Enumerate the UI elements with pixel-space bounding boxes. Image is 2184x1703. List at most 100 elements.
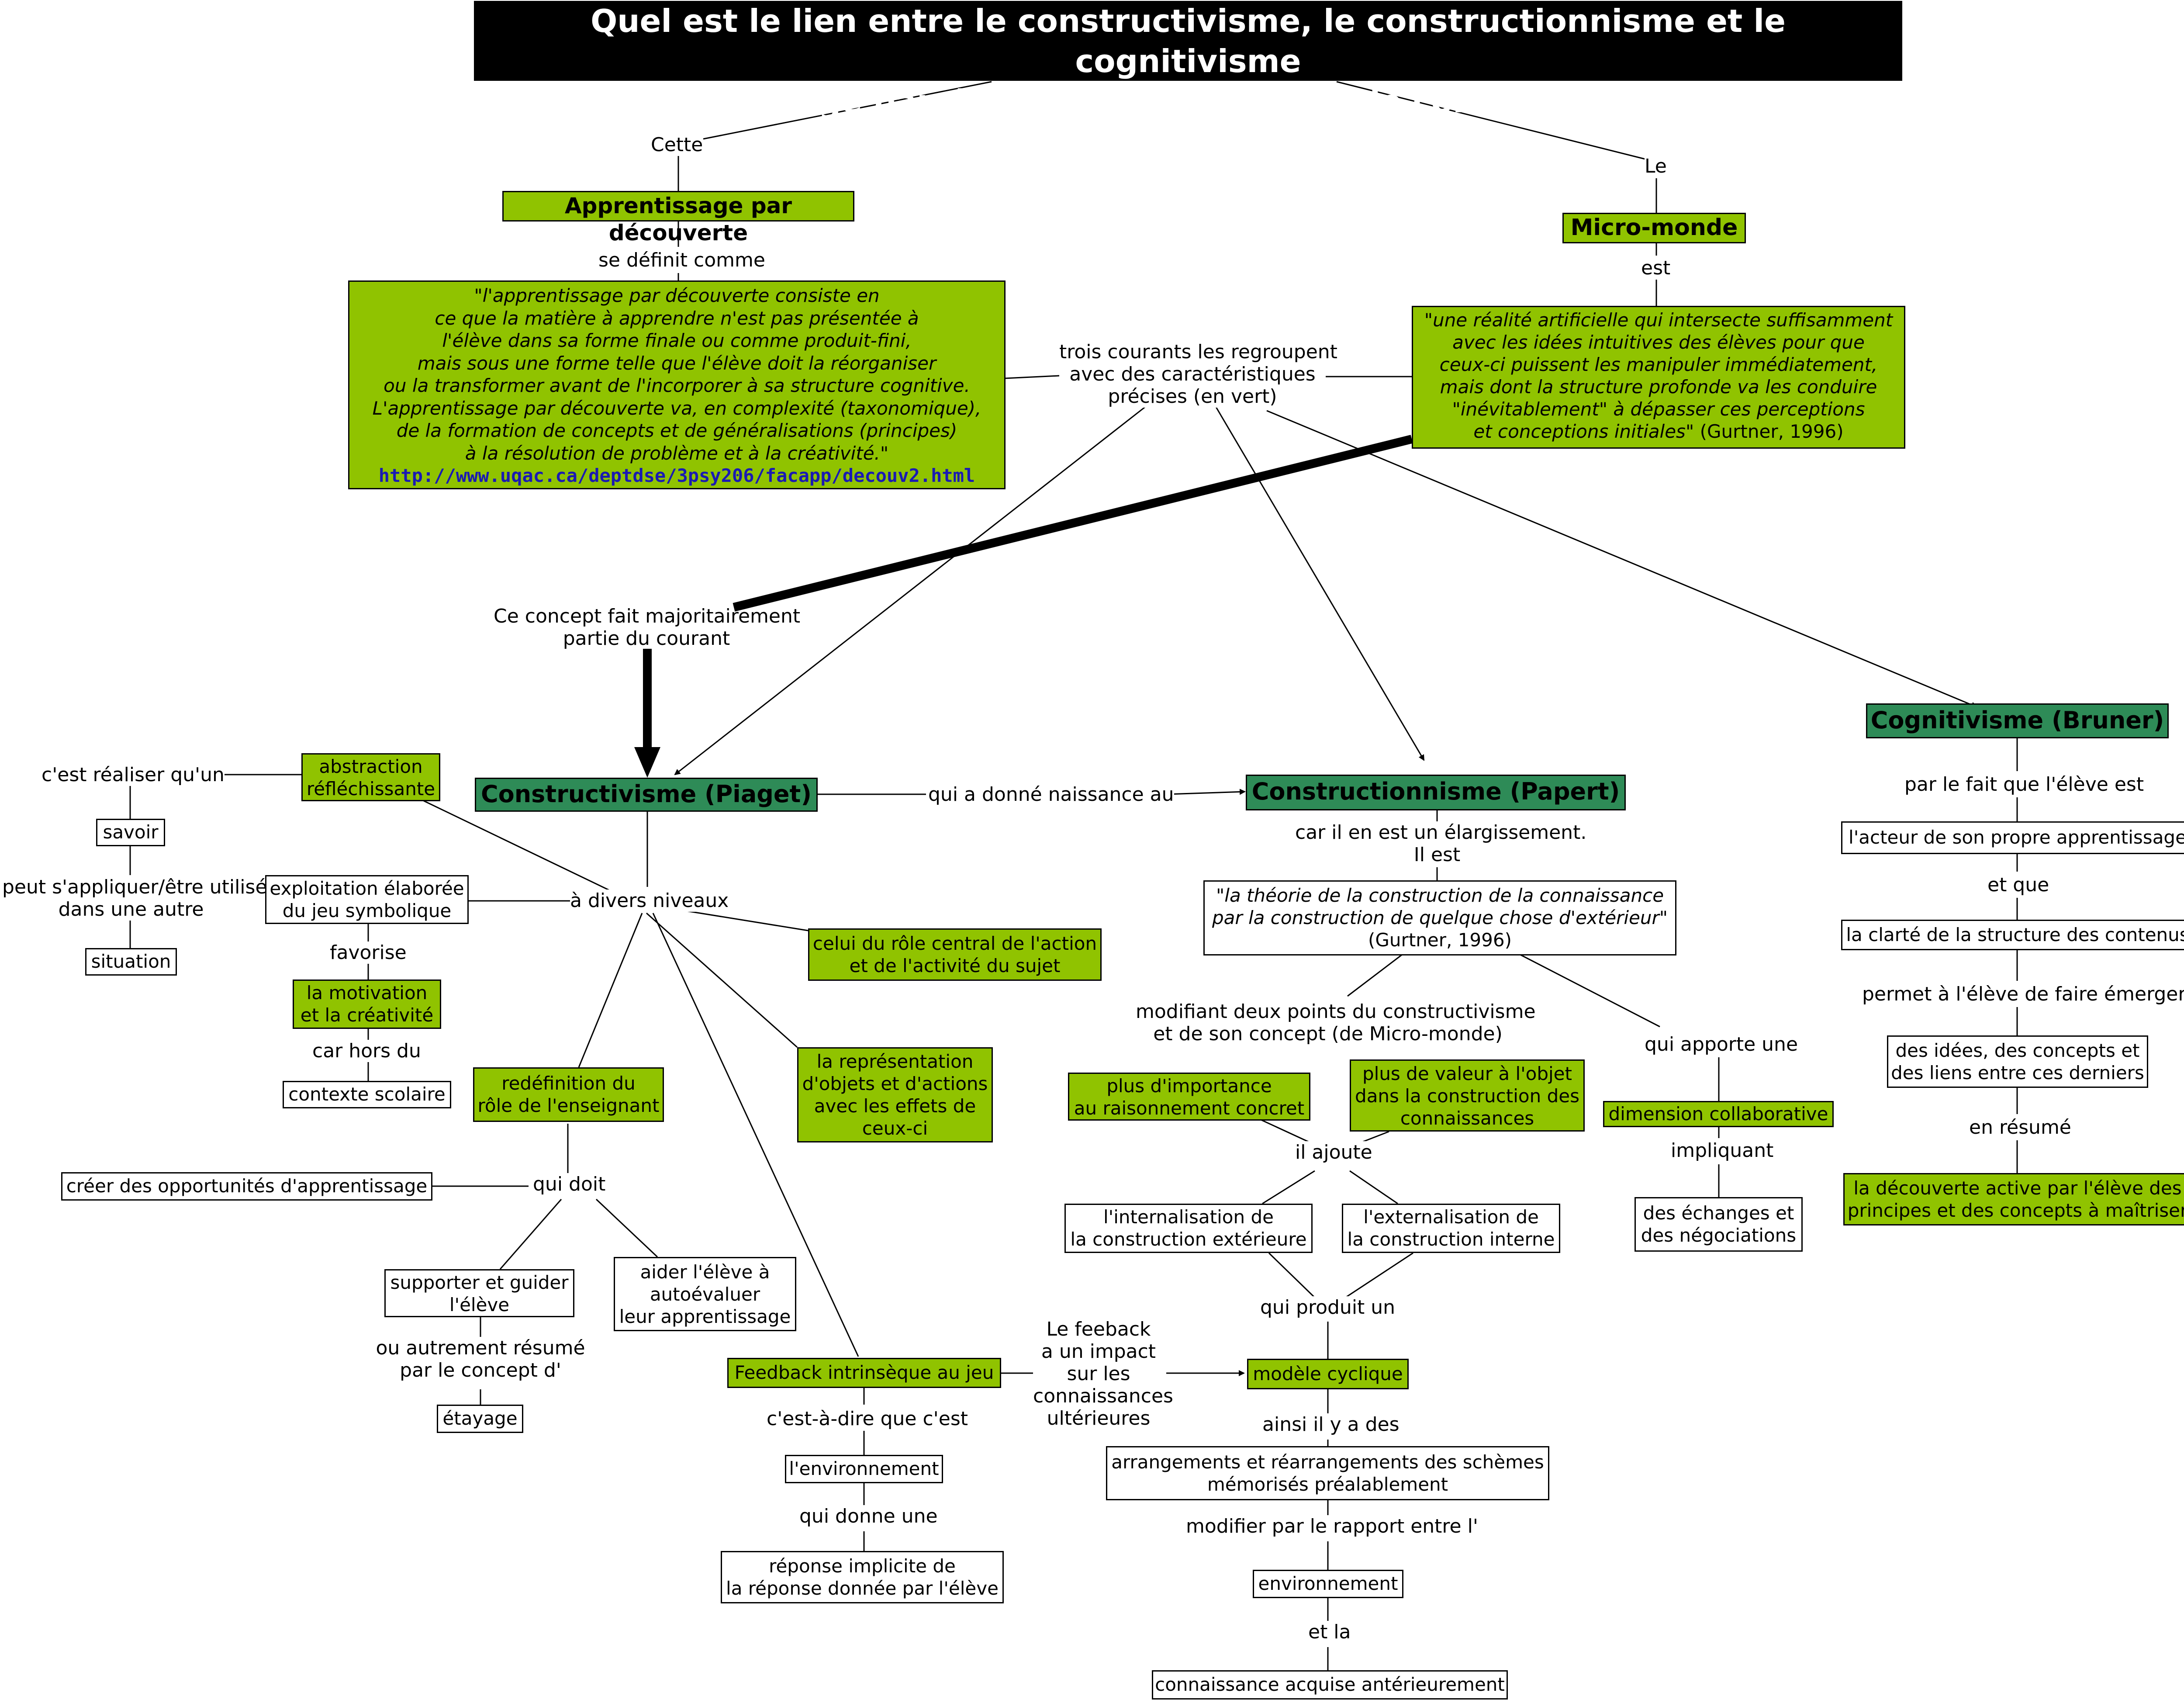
representation-line: la représentation [816,1051,974,1072]
label-en-resume: en résumé [1969,1116,2071,1139]
label-trois-courants: trois courants les regroupent avec des c… [1059,341,1337,408]
label-modifier: modifier par le rapport entre l' [1186,1515,1478,1537]
raisonnement-line: au raisonnement concret [1074,1097,1305,1119]
node-definition-apd: "l'apprentissage par découverte consiste… [348,280,1006,489]
valeur-objet-line: connaissances [1400,1108,1534,1129]
peut-sappliquer-line: peut s'appliquer/être utilisé [2,876,267,898]
node-reponse-implicite: réponse implicite de la réponse donnée p… [721,1551,1004,1603]
node-savoir: savoir [96,819,165,846]
node-aider-eleve: aider l'élève à autoévaluer leur apprent… [614,1257,796,1331]
externalisation-line: l'externalisation de [1363,1206,1539,1228]
redefinition-line: rôle de l'enseignant [477,1095,660,1116]
apd-def-line: "l'apprentissage par découverte consiste… [474,285,880,306]
abstraction-line: réfléchissante [306,778,435,800]
node-abstraction: abstraction réfléchissante [301,753,440,801]
label-qui-produit: qui produit un [1260,1296,1396,1319]
valeur-objet-line: dans la construction des [1355,1085,1579,1107]
mm-citation: (Gurtner, 1996) [1694,421,1844,442]
modifiant-line: et de son concept (de Micro-monde) [1153,1023,1503,1045]
node-decouverte-active: la découverte active par l'élève des pri… [1843,1173,2184,1225]
label-et-la: et la [1308,1621,1351,1643]
node-apprentissage-decouverte: Apprentissage par découverte [502,191,854,246]
node-connaissance-anterieure: connaissance acquise antérieurement [1152,1670,1508,1700]
label-divers-niveaux: à divers niveaux [570,890,729,912]
apd-def-line: à la résolution de problème et à la créa… [465,442,889,464]
mm-def-line: avec les idées intuitives des élèves pou… [1452,332,1865,353]
decouverte-line: principes et des concepts à maîtriser [1847,1200,2184,1221]
node-supporter: supporter et guider l'élève [384,1269,574,1317]
arrangements-line: mémorisés préalablement [1207,1474,1448,1495]
motivation-line: et la créativité [300,1004,434,1026]
node-exploitation: exploitation élaborée du jeu symbolique [265,875,469,924]
echanges-line: des échanges et [1643,1202,1794,1224]
redefinition-line: redéfinition du [501,1073,636,1094]
node-externalisation: l'externalisation de la construction int… [1342,1204,1560,1253]
title-line-1: Quel est le lien entre le constructivism… [591,3,1786,80]
mm-def-line: ceux-ci puissent les manipuler immédiate… [1439,354,1878,375]
motivation-line: la motivation [306,982,428,1004]
peut-sappliquer-line: dans une autre [58,898,204,921]
ce-concept-line: Ce concept fait majoritairement [494,605,801,627]
apd-def-line: l'élève dans sa forme finale ou comme pr… [442,330,912,351]
mm-def-line: "une réalité artificielle qui intersecte… [1424,309,1893,331]
node-constructionnisme: Constructionnisme (Papert) [1246,775,1626,810]
exploitation-line: exploitation élaborée [270,878,464,899]
supporter-line: l'élève [449,1294,510,1315]
representation-line: avec les effets de [814,1095,976,1117]
main-title: Quel est le lien entre le constructivism… [474,1,1902,120]
supporter-line: supporter et guider [390,1272,569,1293]
label-qui-doit: qui doit [533,1173,606,1195]
node-valeur-objet: plus de valeur à l'objet dans la constru… [1350,1059,1585,1132]
theorie-citation: (Gurtner, 1996) [1368,929,1512,951]
node-internalisation: l'internalisation de la construction ext… [1064,1204,1313,1253]
node-theorie: "la théorie de la construction de la con… [1203,880,1676,955]
reponse-line: la réponse donnée par l'élève [726,1578,999,1599]
node-creer-opportunites: créer des opportunités d'apprentissage [61,1172,432,1201]
aider-line: aider l'élève à [640,1261,770,1283]
mm-def-line: mais dont la structure profonde va les c… [1440,376,1877,398]
title-line-2: avec l'apprentissage par découverte par … [495,83,1881,120]
node-environnement: environnement [1253,1570,1403,1598]
mm-def-line: et conceptions initiales" [1473,421,1694,442]
valeur-objet-line: plus de valeur à l'objet [1362,1063,1572,1084]
label-favorise: favorise [330,941,407,964]
role-central-line: et de l'activité du sujet [849,955,1061,976]
apd-def-line: mais sous une forme telle que l'élève do… [417,352,936,374]
apd-def-line: ou la transformer avant de l'incorporer … [384,375,970,396]
node-situation: situation [85,948,177,976]
node-arrangements: arrangements et réarrangements des schèm… [1106,1446,1549,1500]
node-role-central: celui du rôle central de l'action et de … [808,928,1102,981]
internalisation-line: l'internalisation de [1103,1206,1274,1228]
label-ainsi: ainsi il y a des [1262,1413,1400,1436]
node-raisonnement-concret: plus d'importance au raisonnement concre… [1068,1073,1310,1121]
idees-line: des liens entre ces derniers [1891,1062,2144,1083]
modifiant-line: modifiant deux points du constructivisme [1136,1000,1536,1023]
label-feeback-impact: Le feeback a un impact sur les connaissa… [1033,1318,1173,1430]
label-ou-autrement: ou autrement résumé par le concept d' [363,1337,598,1381]
node-environnement-feedback: l'environnement [785,1455,943,1483]
echanges-line: des négociations [1641,1225,1797,1246]
label-est: est [1641,257,1671,279]
abstraction-line: abstraction [319,756,423,777]
label-cest-a-dire: c'est-à-dire que c'est [767,1408,968,1430]
node-modele-cyclique: modèle cyclique [1247,1359,1409,1389]
node-echanges: des échanges et des négociations [1635,1197,1803,1252]
elargissement-line: car il en est un élargissement. [1295,821,1587,844]
aider-line: leur apprentissage [619,1306,791,1327]
label-car-hors: car hors du [312,1040,421,1062]
ou-autrement-line: ou autrement résumé [376,1337,585,1359]
label-naissance: qui a donné naissance au [928,783,1174,806]
internalisation-line: la construction extérieure [1070,1229,1307,1250]
label-qui-donne: qui donne une [799,1505,938,1527]
apd-url-link[interactable]: http://www.uqac.ca/deptdse/3psy206/facap… [378,465,975,486]
node-cognitivisme: Cognitivisme (Bruner) [1866,703,2169,738]
node-idees: des idées, des concepts et des liens ent… [1887,1035,2148,1088]
label-ce-concept: Ce concept fait majoritairement partie d… [494,605,801,650]
label-permet: permet à l'élève de faire émerger [1862,983,2184,1005]
label-impliquant: impliquant [1671,1139,1774,1162]
label-elargissement: car il en est un élargissement. Il est [1295,821,1587,866]
label-cette: Cette [651,134,703,156]
decouverte-line: la découverte active par l'élève des [1853,1177,2182,1199]
label-qui-apporte: qui apporte une [1645,1033,1798,1056]
